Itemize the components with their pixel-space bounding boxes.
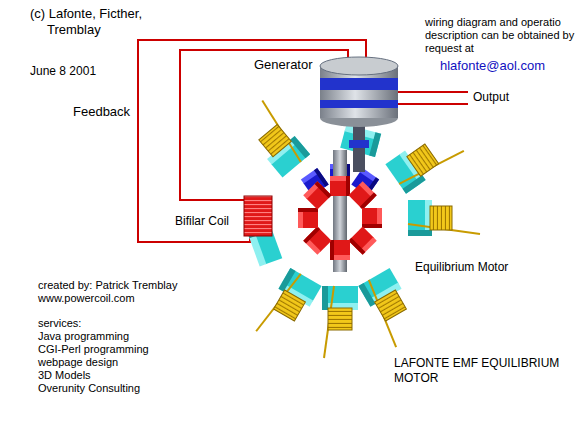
service-item: Java programming [38,330,129,343]
part-label: Bifilar Coil [175,214,229,228]
rotor-magnet [298,208,318,228]
label-box: Overunity Consulting [38,382,140,395]
output-wire [396,92,468,104]
label-box: services: [38,317,81,330]
stator-coil [241,100,309,173]
rotor-magnet [303,181,331,209]
service-item: webpage design [38,356,118,369]
output-wire [396,103,468,105]
label-box: wiring diagram and operatio description … [425,16,575,55]
label-box: Generator [254,57,313,73]
label-box: (c) Lafonte, Ficther, Tremblay [30,6,180,38]
generator-body [349,140,369,148]
label-box: Feedback [73,104,130,120]
wire-label: Feedback [73,104,130,120]
wire-label: Output [473,90,509,104]
rotor-magnet [348,226,376,254]
bifilar-coil [244,196,272,236]
date-label: June 8 2001 [30,64,96,78]
website-link: www.powercoil.com [38,292,135,305]
generator-body [320,57,398,172]
stator-coil [324,286,352,358]
label-box: CGI-Perl programming [38,343,149,356]
part-label: Generator [254,57,313,73]
credit-note: created by: Patrick Tremblay [38,279,177,292]
label-box: Java programming [38,330,129,343]
contact-note: wiring diagram and operatio description … [425,16,575,55]
service-item: 3D Models [38,369,91,382]
stator-coil [408,206,480,234]
label-box: June 8 2001 [30,64,96,78]
rotor-magnet [330,240,350,260]
part-label: Equilibrium Motor [415,260,508,274]
stator-block [322,286,358,310]
rotor-magnet [303,226,331,254]
service-item: CGI-Perl programming [38,343,149,356]
label-box: 3D Models [38,369,91,382]
service-item: Overunity Consulting [38,382,140,395]
generator-body [320,57,398,75]
stator-block [408,200,432,236]
email-link: hlafonte@aol.com [440,58,545,74]
rotor-magnet [330,176,350,196]
stator-coil [256,269,316,345]
label-box: hlafonte@aol.com [440,58,545,74]
label-box: Equilibrium Motor [415,260,508,274]
diagram-title: LAFONTE EMF EQUILIBRIUM MOTOR [394,356,576,386]
label-box: Output [473,90,509,104]
generator-body [320,78,398,90]
rotor-magnet [298,176,382,260]
copyright-note: (c) Lafonte, Ficther, Tremblay [30,6,180,38]
label-box: Bifilar Coil [175,214,229,228]
generator-body [320,100,398,108]
rotor-magnet [362,208,382,228]
label-box: webpage design [38,356,118,369]
services-heading: services: [38,317,81,330]
label-box: www.powercoil.com [38,292,135,305]
stator-coil [389,128,464,192]
stator-coil [360,271,420,347]
label-box: created by: Patrick Tremblay [38,279,177,292]
label-box: LAFONTE EMF EQUILIBRIUM MOTOR [394,356,576,386]
output-wire [396,91,468,93]
rotor-magnet [348,181,376,209]
stator-coil [241,100,480,358]
